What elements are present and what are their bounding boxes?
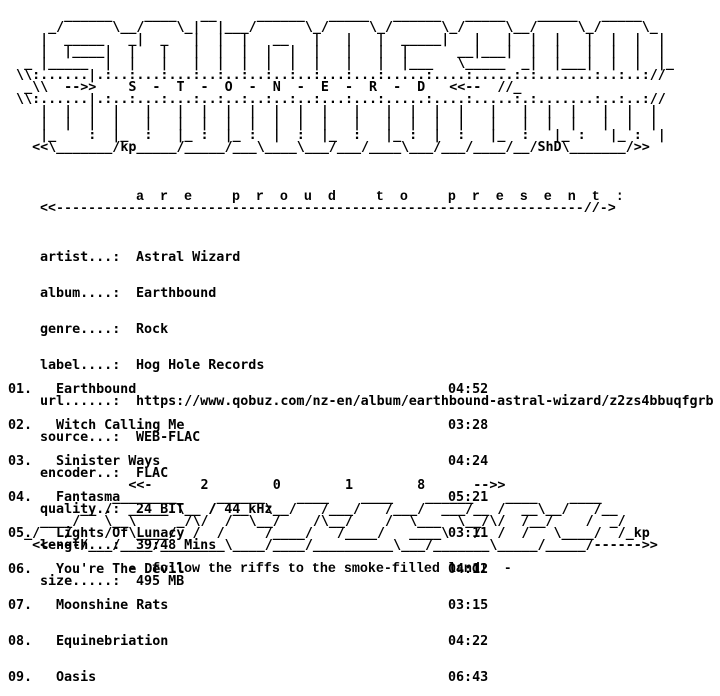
info-key: quality..:: [40, 502, 121, 517]
info-row-genre: genre....: Rock: [40, 322, 714, 337]
info-key: genre....:: [40, 322, 121, 337]
track-number: 08.: [8, 634, 33, 649]
info-value: 24 BIT / 44 kHz: [136, 502, 273, 517]
info-key: length...:: [40, 538, 121, 553]
track-number: 03.: [8, 454, 33, 469]
info-value-url[interactable]: https://www.qobuz.com/nz-en/album/earthb…: [136, 394, 714, 409]
info-row-source: source...: WEB-FLAC: [40, 430, 714, 445]
info-key: source...:: [40, 430, 121, 445]
track-duration: 04:22: [448, 634, 489, 649]
track-duration: 06:43: [448, 670, 489, 685]
track-row: 08. Equinebriation 04:22: [8, 634, 498, 649]
track-duration: 03:11: [448, 526, 489, 541]
info-key: label....:: [40, 358, 121, 373]
track-number: 09.: [8, 670, 33, 685]
footer-tagline: - follow the riffs to the smoke-filled l…: [128, 562, 512, 577]
info-row-quality: quality..: 24 BIT / 44 kHz: [40, 502, 714, 517]
track-row: 02. Witch Calling Me 03:28: [8, 418, 498, 433]
info-key: url......:: [40, 394, 121, 409]
track-number: 07.: [8, 598, 33, 613]
track-title: Earthbound: [56, 382, 137, 397]
track-row: 01. Earthbound 04:52: [8, 382, 498, 397]
present-line: a r e p r o u d t o p r e s e n t :: [136, 190, 624, 205]
track-row: 03. Sinister Ways 04:24: [8, 454, 498, 469]
info-value: Earthbound: [136, 286, 217, 301]
track-row: 05. Lights Of Lunacy 03:11: [8, 526, 498, 541]
track-number: 02.: [8, 418, 33, 433]
track-number: 04.: [8, 490, 33, 505]
info-value: FLAC: [136, 466, 169, 481]
track-duration: 05:21: [448, 490, 489, 505]
info-key: album....:: [40, 286, 121, 301]
track-row: 04. Fantasma 05:21: [8, 490, 498, 505]
track-title: Witch Calling Me: [56, 418, 185, 433]
track-title: You're The Devil: [56, 562, 185, 577]
track-duration: 04:24: [448, 454, 489, 469]
track-title: Equinebriation: [56, 634, 169, 649]
info-value: Hog Hole Records: [136, 358, 265, 373]
info-value: Rock: [136, 322, 169, 337]
info-value: 39:48 Mins: [136, 538, 217, 553]
track-title: Lights Of Lunacy: [56, 526, 185, 541]
info-row-url: url......: https://www.qobuz.com/nz-en/al…: [40, 394, 714, 409]
track-title: Sinister Ways: [56, 454, 161, 469]
info-value: Astral Wizard: [136, 250, 241, 265]
info-row-album: album....: Earthbound: [40, 286, 714, 301]
stonerd-logo-ascii-art: ______ ____ __ ______ _____ ______ _____…: [16, 8, 674, 155]
year-2018-ascii-art: <<- 2 0 1 8 -->> ________ ______ ____ __…: [24, 478, 658, 553]
track-title: Fantasma: [56, 490, 121, 505]
track-number: 05.: [8, 526, 33, 541]
info-row-size: size.....: 495 MB: [40, 574, 714, 589]
track-title: Oasis: [56, 670, 97, 685]
track-number: 06.: [8, 562, 33, 577]
track-duration: 03:15: [448, 598, 489, 613]
track-number: 01.: [8, 382, 33, 397]
track-row: 09. Oasis 06:43: [8, 670, 498, 685]
release-info: artist...: Astral Wizard album....: Earthb…: [40, 228, 714, 600]
info-value: WEB-FLAC: [136, 430, 201, 445]
track-duration: 04:12: [448, 562, 489, 577]
info-key: artist...:: [40, 250, 121, 265]
info-row-artist: artist...: Astral Wizard: [40, 250, 714, 265]
info-key: encoder..:: [40, 466, 121, 481]
track-row: 06. You're The Devil 04:12: [8, 562, 498, 577]
track-row: 07. Moonshine Rats 03:15: [8, 598, 498, 613]
info-row-length: length...: 39:48 Mins: [40, 538, 714, 553]
track-title: Moonshine Rats: [56, 598, 169, 613]
info-row-label: label....: Hog Hole Records: [40, 358, 714, 373]
info-row-encoder: encoder..: FLAC: [40, 466, 714, 481]
info-key: size.....:: [40, 574, 121, 589]
track-duration: 04:52: [448, 382, 489, 397]
present-divider: <<--------------------------------------…: [40, 202, 616, 217]
track-duration: 03:28: [448, 418, 489, 433]
info-value: 495 MB: [136, 574, 185, 589]
